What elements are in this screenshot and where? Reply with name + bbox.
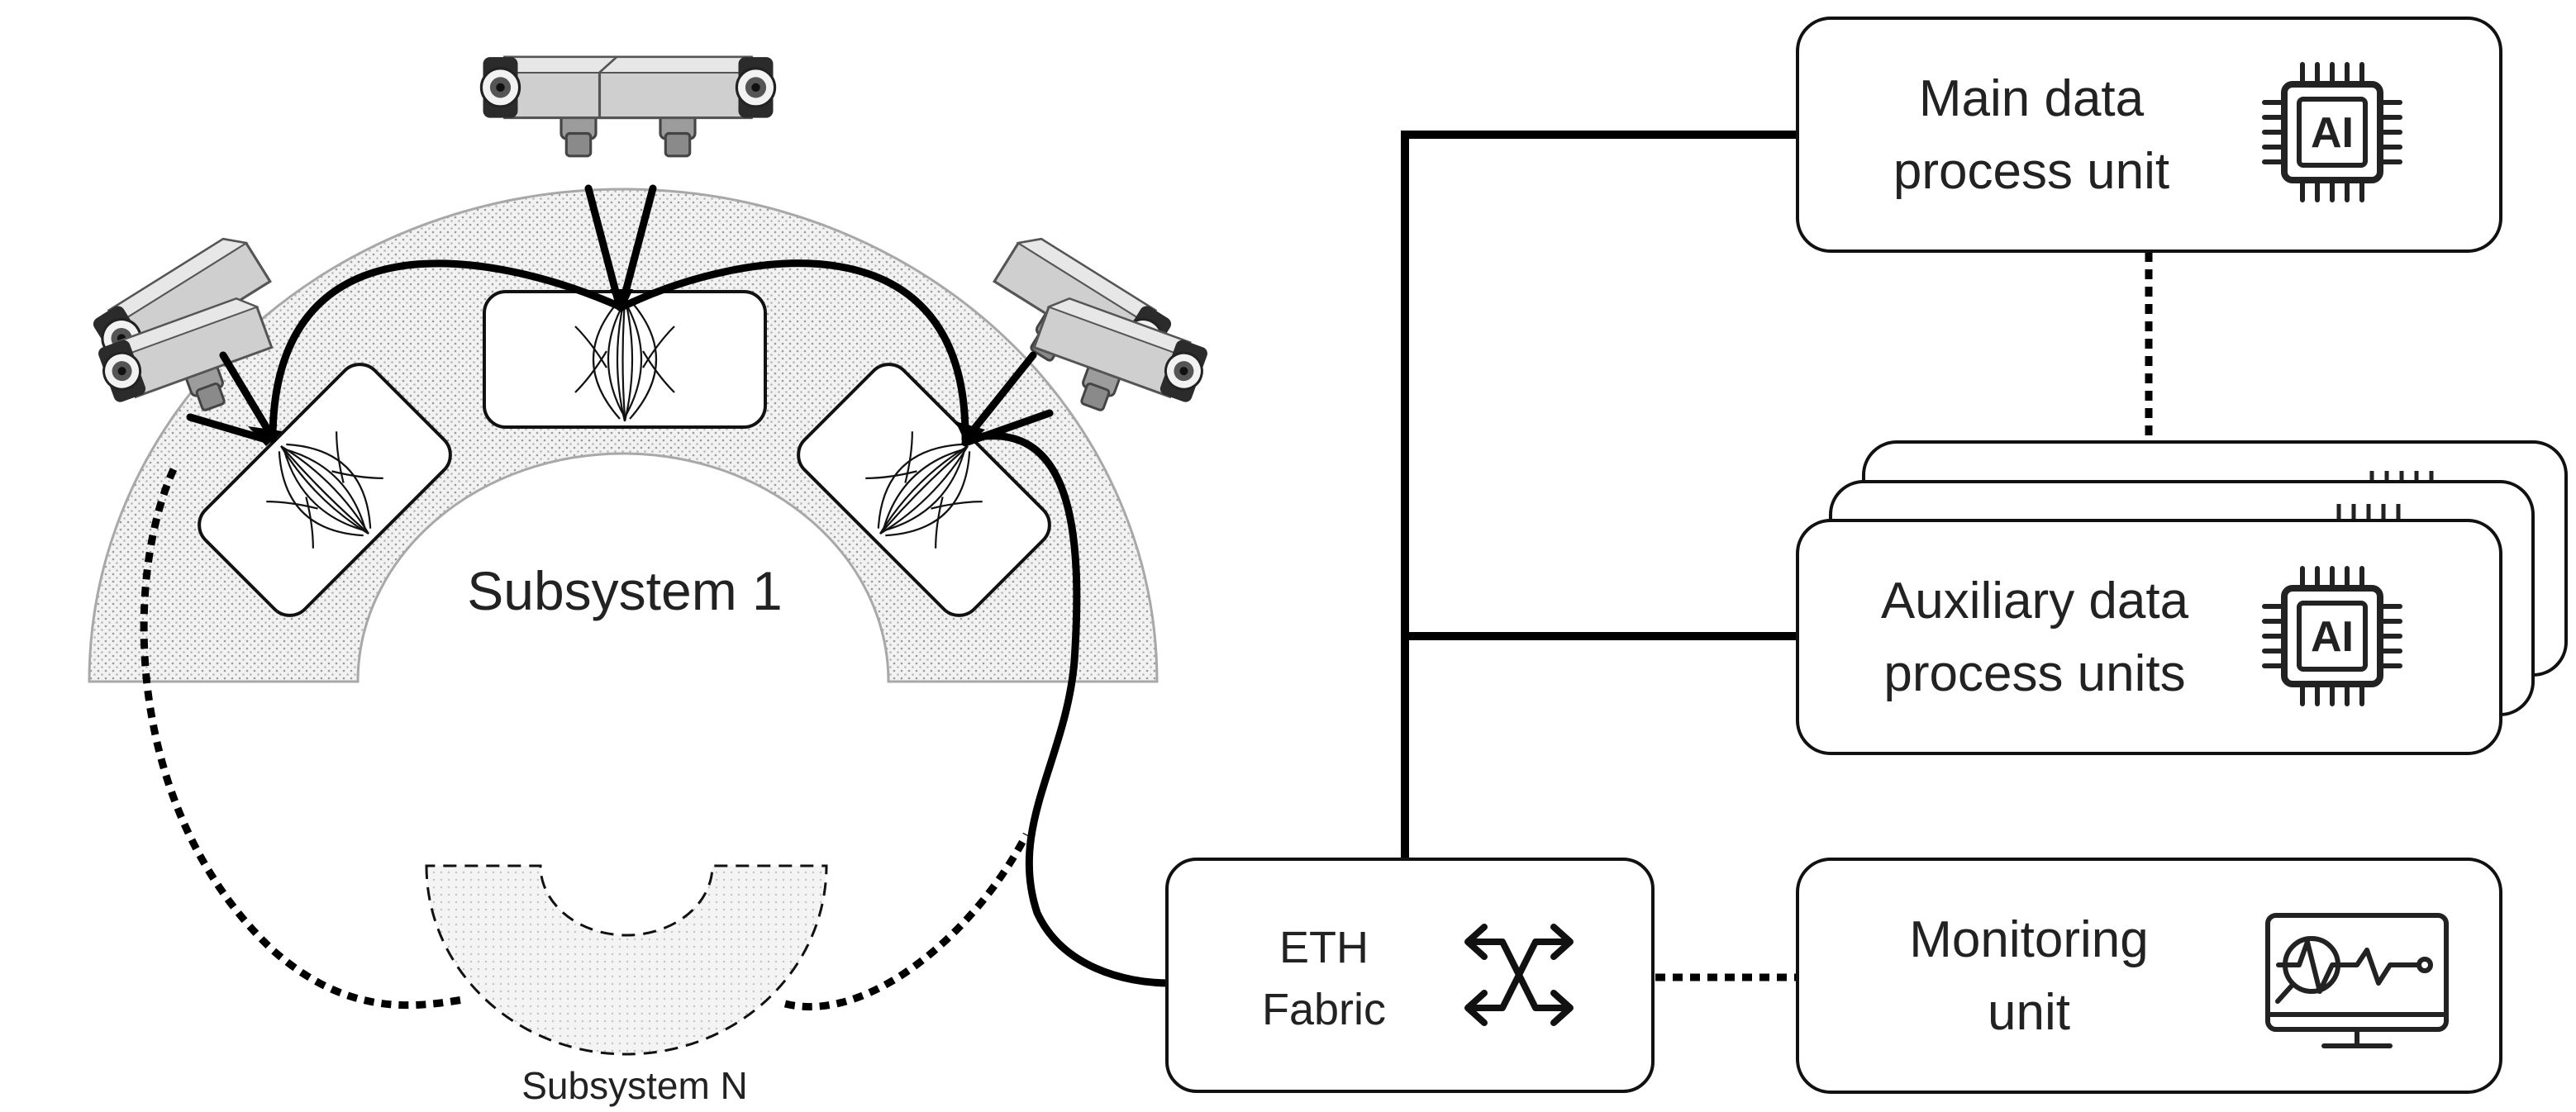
monitoring-label-line2: unit <box>1988 984 2070 1041</box>
eth-fabric-label-line2: Fabric <box>1262 985 1386 1034</box>
dotted-connectors <box>1655 252 2153 981</box>
main-unit-label-line2: process unit <box>1893 143 2169 200</box>
monitoring-unit[interactable]: Monitoring unit <box>1796 858 2502 1094</box>
subsystem-n-label: Subsystem N <box>521 1064 748 1107</box>
subsystem-1: Subsystem 1 <box>88 55 1212 987</box>
network-switch-icon <box>1464 924 1574 1026</box>
eth-bus-lines <box>1401 131 1797 859</box>
ai-chip-icon: AI <box>2264 64 2400 200</box>
monitor-analytics-icon <box>2265 913 2449 1048</box>
subsystem-1-label: Subsystem 1 <box>467 560 783 621</box>
ai-chip-icon: AI <box>2264 568 2400 704</box>
subsystem-n-arc <box>425 864 828 1056</box>
svg-text:AI: AI <box>2311 109 2354 157</box>
cable-arrowheads <box>248 289 985 446</box>
main-unit-label-line1: Main data <box>1919 70 2145 127</box>
auxiliary-data-process-units[interactable]: Auxiliary data process units AI <box>1796 440 2568 755</box>
aux-card-front <box>1796 519 2502 755</box>
svg-text:AI: AI <box>2311 613 2354 661</box>
camera-cables <box>186 184 1174 987</box>
aux-unit-label-line2: process units <box>1883 645 2185 702</box>
subsystem-n: Subsystem N <box>425 864 828 1107</box>
aux-card-middle-pins <box>2336 504 2401 520</box>
sensor-box-top <box>483 290 767 429</box>
eth-fabric-box[interactable]: ETH Fabric <box>1165 858 1655 1093</box>
eth-fabric-label-line1: ETH <box>1279 923 1369 972</box>
security-camera-icon <box>598 55 777 158</box>
monitoring-label-line1: Monitoring <box>1909 911 2148 968</box>
aux-unit-label-line1: Auxiliary data <box>1881 573 2189 630</box>
main-data-process-unit[interactable]: Main data process unit AI <box>1796 17 2502 253</box>
subsystem-dotted-links <box>140 468 1030 1011</box>
